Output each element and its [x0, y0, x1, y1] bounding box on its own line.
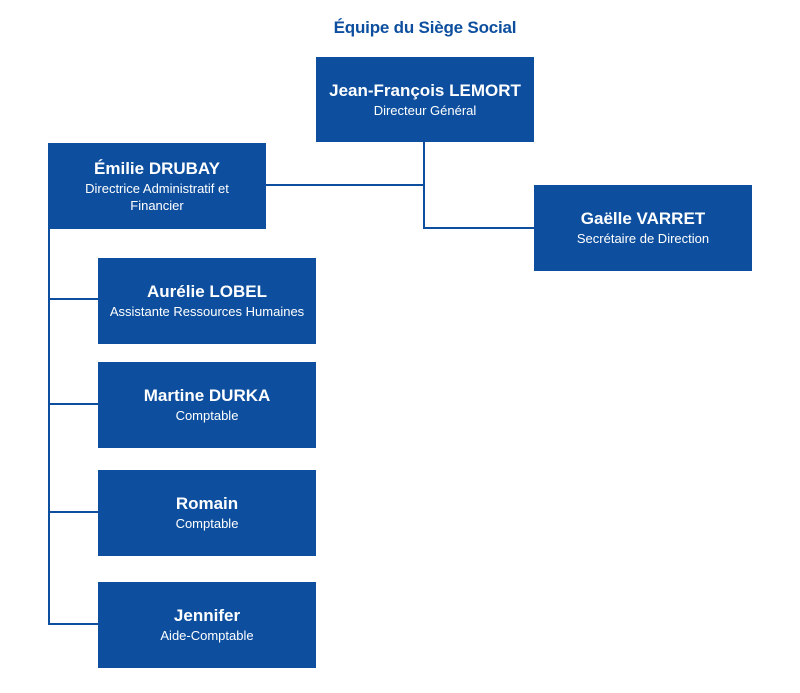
connector-daf-to-assistant-accountant [48, 623, 98, 625]
box-ceo-role: Directeur Général [373, 102, 477, 118]
connector-daf-to-hr [48, 298, 98, 300]
connector-daf-to-accountant-1 [48, 403, 98, 405]
connector-ceo-to-daf [265, 184, 425, 186]
box-assistant-accountant-role: Aide-Comptable [160, 628, 254, 643]
box-ceo: Jean-François LEMORT Directeur Général [316, 57, 534, 142]
box-assistant-accountant: Jennifer Aide-Comptable [98, 582, 316, 668]
box-daf: Émilie DRUBAY Directrice Administratif e… [48, 143, 266, 229]
box-accountant-2-role: Comptable [175, 516, 239, 531]
connector-daf-to-accountant-2 [48, 511, 98, 513]
box-ceo-name: Jean-François LEMORT [329, 80, 521, 100]
box-accountant-1-name: Martine DURKA [143, 386, 271, 405]
box-secretary-role: Secrétaire de Direction [576, 231, 710, 246]
connector-ceo-to-secretary [423, 227, 535, 229]
box-hr-assistant-name: Aurélie LOBEL [147, 282, 267, 301]
box-hr-assistant-role: Assistante Ressources Humaines [109, 304, 305, 319]
box-secretary: Gaëlle VARRET Secrétaire de Direction [534, 185, 752, 271]
box-accountant-2: Romain Comptable [98, 470, 316, 556]
box-daf-role: Directrice Administratif et Financier [85, 180, 229, 213]
connector-daf-trunk [48, 228, 50, 625]
box-secretary-name: Gaëlle VARRET [580, 209, 706, 228]
box-assistant-accountant-name: Jennifer [173, 606, 241, 625]
box-daf-name: Émilie DRUBAY [94, 158, 220, 178]
box-accountant-1-role: Comptable [175, 408, 239, 423]
box-accountant-2-name: Romain [175, 494, 239, 513]
chart-title: Équipe du Siège Social [333, 18, 517, 37]
box-hr-assistant: Aurélie LOBEL Assistante Ressources Huma… [98, 258, 316, 344]
box-accountant-1: Martine DURKA Comptable [98, 362, 316, 448]
